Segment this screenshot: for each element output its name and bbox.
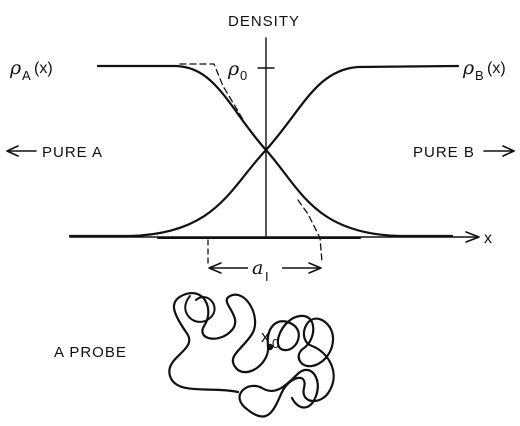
rho-a-subscript: A: [22, 68, 31, 83]
interface-width-arrow-right: [308, 262, 322, 274]
rho-b-symbol: ρ: [462, 57, 475, 79]
polymer-chain: [168, 291, 335, 418]
density-axis-title: DENSITY: [228, 13, 300, 30]
polymer-chain-loop: [184, 295, 216, 323]
pure-a-arrowhead: [6, 145, 19, 157]
rho-b-subscript: B: [475, 68, 484, 83]
interface-width-subscript: I: [265, 269, 269, 284]
pure-b-arrowhead: [502, 145, 515, 157]
probe-center-symbol: x: [261, 327, 270, 346]
rho-a-curve: [96, 64, 454, 238]
tangent-dashed-top: [179, 63, 249, 129]
probe-center-point: [266, 343, 274, 351]
rho-b-curve: [68, 64, 460, 238]
tangent-dashed-bottom: [297, 199, 323, 263]
rho-b-argument: (x): [487, 60, 506, 77]
rho0-subscript: 0: [240, 68, 247, 83]
probe-label: A PROBE: [54, 344, 127, 361]
rho-a-symbol: ρ: [9, 57, 22, 79]
interface-width-label-bg: [248, 256, 282, 280]
probe-center-subscript: 0: [272, 336, 279, 351]
interface-width-symbol: a: [252, 257, 263, 279]
rho-a-argument: (x): [34, 60, 53, 77]
pure-a-label: PURE A: [42, 144, 103, 161]
rho0-symbol: ρ: [227, 58, 240, 80]
x-axis-arrowhead: [465, 231, 480, 243]
interface-width-arrow-left: [208, 262, 222, 274]
pure-b-label: PURE B: [413, 144, 475, 161]
x-axis-label: x: [484, 230, 492, 247]
